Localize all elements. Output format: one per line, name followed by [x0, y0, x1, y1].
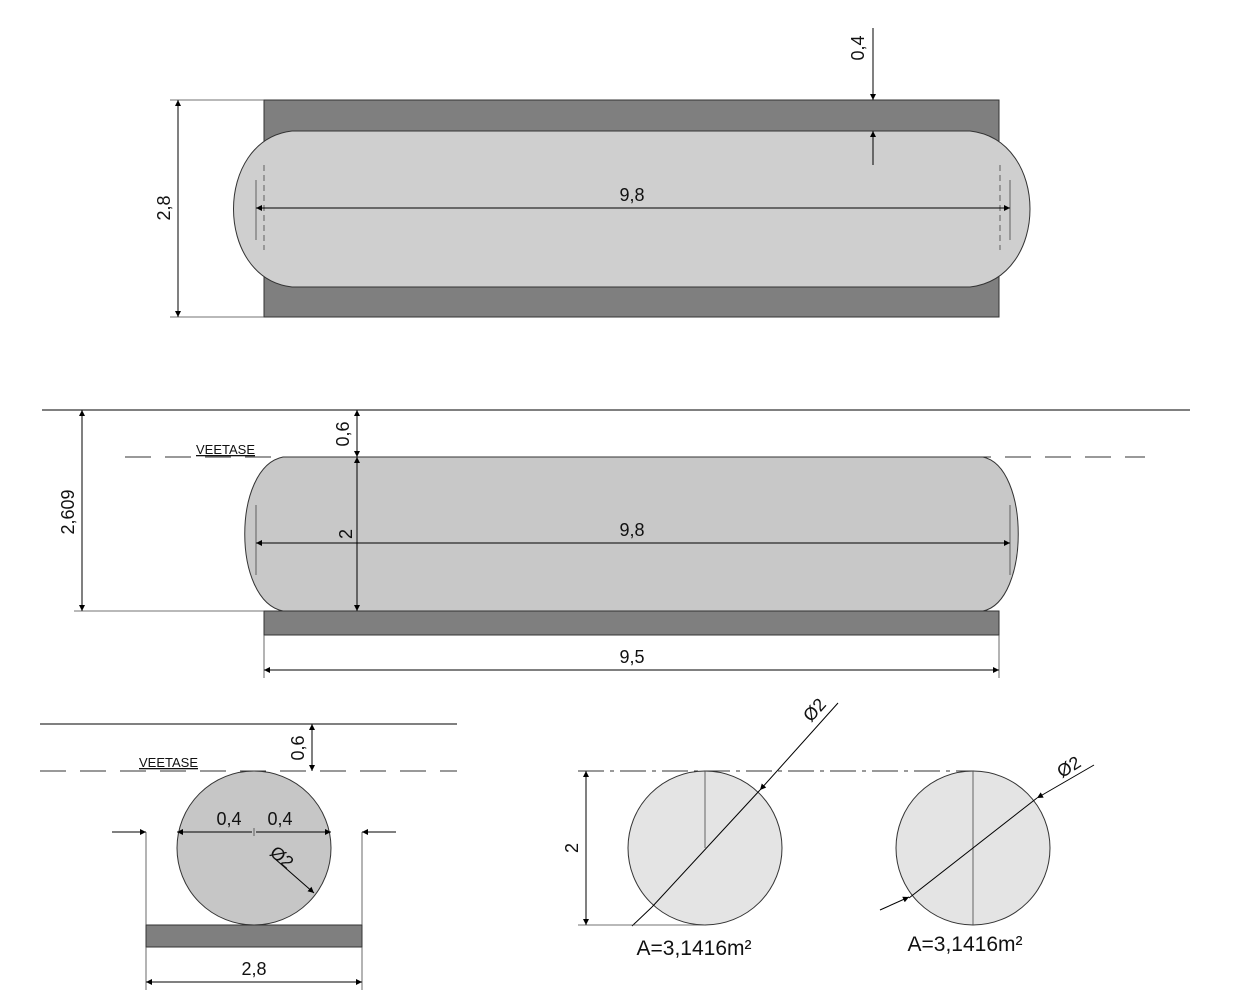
top-view: 9,8 2,8 0,4	[154, 28, 1031, 318]
side-view-tank-body	[244, 456, 1019, 612]
area-1-height-label: 2	[562, 843, 582, 853]
top-view-tank-body	[233, 130, 1031, 288]
side-view: VEETASE 9,8 2 0,6 2,609 9,5	[42, 409, 1190, 678]
area-views: Ø2 2 A=3,1416m² Ø2 A=3,1416m²	[562, 694, 1095, 960]
cross-right-label: 0,4	[267, 809, 292, 829]
area-1-label: A=3,1416m²	[637, 937, 752, 960]
side-surface-label: VEETASE	[196, 442, 255, 457]
cross-left-label: 0,4	[216, 809, 241, 829]
area-1-diameter-label: Ø2	[799, 694, 830, 725]
side-offset-label: 0,6	[333, 421, 353, 446]
cross-surface-label: VEETASE	[139, 755, 198, 770]
top-height-label: 2,8	[154, 195, 174, 220]
side-depth-label: 2,609	[58, 489, 78, 534]
cross-section-pad	[145, 924, 363, 948]
area-2-diameter-label: Ø2	[1053, 752, 1084, 782]
cross-section-view: VEETASE 0,6 0,4 0,4 Ø2 2,8	[40, 723, 457, 990]
side-base-label: 9,5	[619, 647, 644, 667]
side-diameter-label: 2	[336, 529, 356, 539]
side-length-label: 9,8	[619, 520, 644, 540]
top-length-label: 9,8	[619, 185, 644, 205]
area-2-label: A=3,1416m²	[908, 933, 1023, 956]
cross-section-circle	[176, 770, 332, 926]
top-thickness-label: 0,4	[848, 35, 868, 60]
cross-base-label: 2,8	[241, 959, 266, 979]
side-view-pad	[263, 610, 1000, 636]
cross-offset-label: 0,6	[288, 735, 308, 760]
